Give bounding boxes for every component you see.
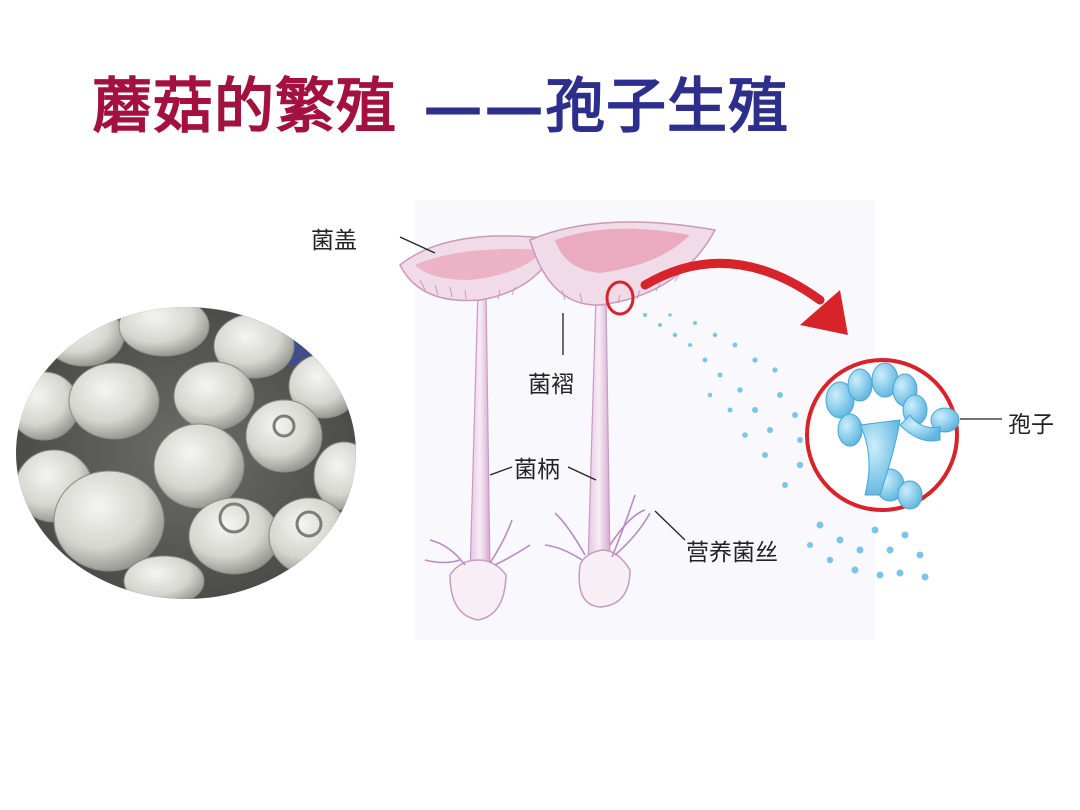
mushroom-structure-diagram bbox=[399, 200, 1002, 640]
gill-highlight bbox=[605, 280, 635, 316]
spore-dots bbox=[643, 313, 929, 581]
title-part2: ——孢子生殖 bbox=[423, 72, 789, 142]
label-cap: 菌盖 bbox=[311, 228, 357, 254]
title-part1: 蘑菇的繁殖 bbox=[92, 72, 397, 142]
label-spores: 孢子 bbox=[1008, 412, 1054, 438]
label-gills: 菌褶 bbox=[528, 372, 574, 398]
hyphae-lines bbox=[424, 494, 651, 566]
mushroom-photo bbox=[16, 307, 356, 599]
label-hyphae: 营养菌丝 bbox=[686, 540, 778, 566]
label-stalk: 菌柄 bbox=[514, 457, 560, 483]
red-arrow bbox=[640, 258, 825, 305]
slide-title: 蘑菇的繁殖 ——孢子生殖 bbox=[92, 58, 789, 145]
magnified-spores bbox=[805, 358, 960, 512]
